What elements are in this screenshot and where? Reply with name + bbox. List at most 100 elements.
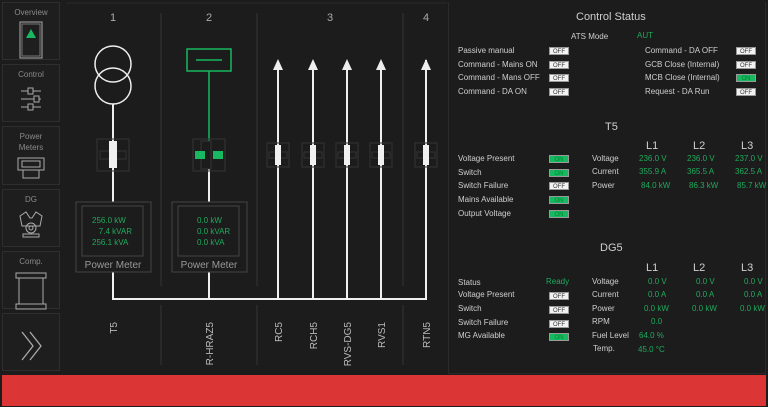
status-toggle[interactable]: ON [549, 168, 569, 177]
sidebar-item-power-meters[interactable]: Power Meters [2, 126, 60, 185]
status-toggle[interactable]: OFF [549, 60, 569, 69]
measure-value: 362.5 A [735, 167, 763, 177]
status-toggle[interactable]: ON [549, 196, 569, 205]
measure-value: 237.0 V [735, 154, 763, 163]
measure-value: 84.0 kW [641, 180, 671, 190]
status-toggle[interactable]: OFF [736, 87, 756, 96]
status-toggle[interactable]: OFF [549, 87, 569, 96]
ats-mode-label: ATS Mode [571, 32, 609, 41]
fuel-value: 64.0 % [639, 331, 664, 340]
feeder-2[interactable] [301, 59, 325, 299]
flag-label: Voltage Present [458, 290, 515, 299]
measure-value: 0.0 kW [692, 303, 717, 313]
breaker[interactable] [369, 142, 393, 168]
status-toggle[interactable]: OFF [736, 60, 756, 69]
measure-value: 0.0 V [744, 277, 763, 286]
sidebar-item-label: Power Meters [18, 132, 44, 152]
sidebar-item-label: Control [18, 70, 44, 79]
measure-value: 236.0 V [687, 154, 715, 163]
power-meter-2[interactable]: 0.0 kW 0.0 kVAR 0.0 kVA Power Meter [171, 201, 248, 273]
measure-value: 0.0 A [744, 290, 763, 300]
feeder-label: RVS-DG5 [343, 322, 354, 367]
t5-title: T5 [605, 121, 618, 133]
flag-label: Switch Failure [458, 317, 509, 327]
status-toggle[interactable]: ON [549, 333, 569, 342]
phase-label: L3 [741, 262, 754, 274]
feeder-5[interactable] [414, 59, 438, 299]
status-toggle[interactable]: OFF [549, 305, 569, 314]
phase-label: L2 [693, 262, 706, 274]
panel-title: Control Status [576, 11, 646, 23]
breaker[interactable] [414, 142, 438, 168]
phase-label: L3 [741, 140, 754, 152]
status-toggle[interactable]: OFF [549, 319, 569, 328]
control-label: MCB Close (Internal) [645, 73, 720, 82]
arrow-up-icon [273, 59, 283, 70]
measure-value: 365.5 A [687, 167, 715, 177]
expand-sidebar-button[interactable] [2, 313, 60, 371]
section-label: 2 [206, 12, 212, 24]
status-toggle[interactable]: ON [549, 155, 569, 163]
status-toggle[interactable]: ON [549, 209, 569, 218]
meter-title: Power Meter [181, 260, 238, 271]
breaker[interactable] [266, 142, 290, 168]
meter-kvar: 7.4 kVAR [99, 227, 132, 236]
sidebar-item-control[interactable]: Control [2, 64, 60, 122]
transformer-icon[interactable] [94, 45, 132, 105]
dg5-title: DG5 [600, 242, 623, 254]
measure-label: Voltage [592, 277, 619, 286]
arrow-up-icon [421, 59, 431, 70]
fuel-label: Fuel Level [592, 331, 629, 340]
feeder-4[interactable] [369, 59, 393, 299]
sliders-icon [21, 87, 41, 111]
measure-value: 0.0 V [648, 277, 667, 286]
section-label: 1 [110, 12, 116, 24]
meter-kvar: 0.0 kVAR [197, 227, 230, 236]
status-toggle[interactable]: OFF [549, 74, 569, 82]
flag-label: Output Voltage [458, 208, 511, 218]
measure-label: Power [592, 303, 615, 313]
measure-value: 86.3 kW [689, 180, 719, 190]
control-label: GCB Close (Internal) [645, 59, 720, 69]
sidebar-item-comp[interactable]: Comp. [2, 251, 60, 310]
section-dividers [66, 2, 447, 365]
measure-label: Voltage [592, 154, 619, 163]
measure-label: Power [592, 180, 615, 190]
sidebar-item-dg[interactable]: DG [2, 189, 60, 247]
sidebar-item-overview[interactable]: Overview [2, 2, 60, 60]
measure-value: 0.0 A [648, 290, 667, 300]
feeder-label: R-HRAZ5 [205, 322, 216, 366]
generator-icon[interactable] [186, 48, 232, 72]
temp-label: Temp. [593, 344, 615, 353]
feeder-label: T5 [109, 322, 120, 334]
flag-label: Switch [458, 303, 482, 313]
flag-label: Mains Available [458, 195, 514, 205]
feeder-label: RC5 [274, 322, 285, 342]
measure-label: Current [592, 290, 619, 300]
temp-value: 45.0 °C [638, 345, 665, 354]
feeder-label: RCH5 [309, 322, 320, 350]
breaker[interactable] [301, 142, 325, 168]
control-label: Command - DA ON [458, 86, 527, 96]
feeder-3[interactable] [335, 59, 359, 299]
rpm-label: RPM [592, 317, 610, 326]
sidebar-item-label: DG [25, 195, 37, 204]
flag-label: Switch [458, 167, 482, 177]
status-toggle[interactable]: ON [736, 74, 756, 82]
breaker-r-hraz5[interactable] [192, 138, 226, 172]
breaker-t5[interactable] [96, 138, 130, 172]
feeder-label: RVS1 [377, 322, 388, 348]
engine-icon [19, 211, 43, 238]
power-meter-1[interactable]: 256.0 kW 7.4 kVAR 256.1 kVA Power Meter [75, 201, 152, 273]
status-toggle[interactable]: OFF [549, 47, 569, 55]
breaker[interactable] [335, 142, 359, 168]
measure-value: 85.7 kW [737, 180, 767, 190]
status-toggle[interactable]: OFF [736, 47, 756, 55]
rpm-value: 0.0 [651, 317, 663, 326]
status-toggle[interactable]: OFF [549, 292, 569, 300]
arrow-up-icon [376, 59, 386, 70]
single-line-diagram: 1 2 3 4 256.0 kW 7.4 kVAR 256.1 kVA Powe… [66, 2, 447, 367]
status-toggle[interactable]: OFF [549, 182, 569, 191]
feeder-1[interactable] [266, 59, 290, 299]
alarm-bar [2, 375, 766, 406]
